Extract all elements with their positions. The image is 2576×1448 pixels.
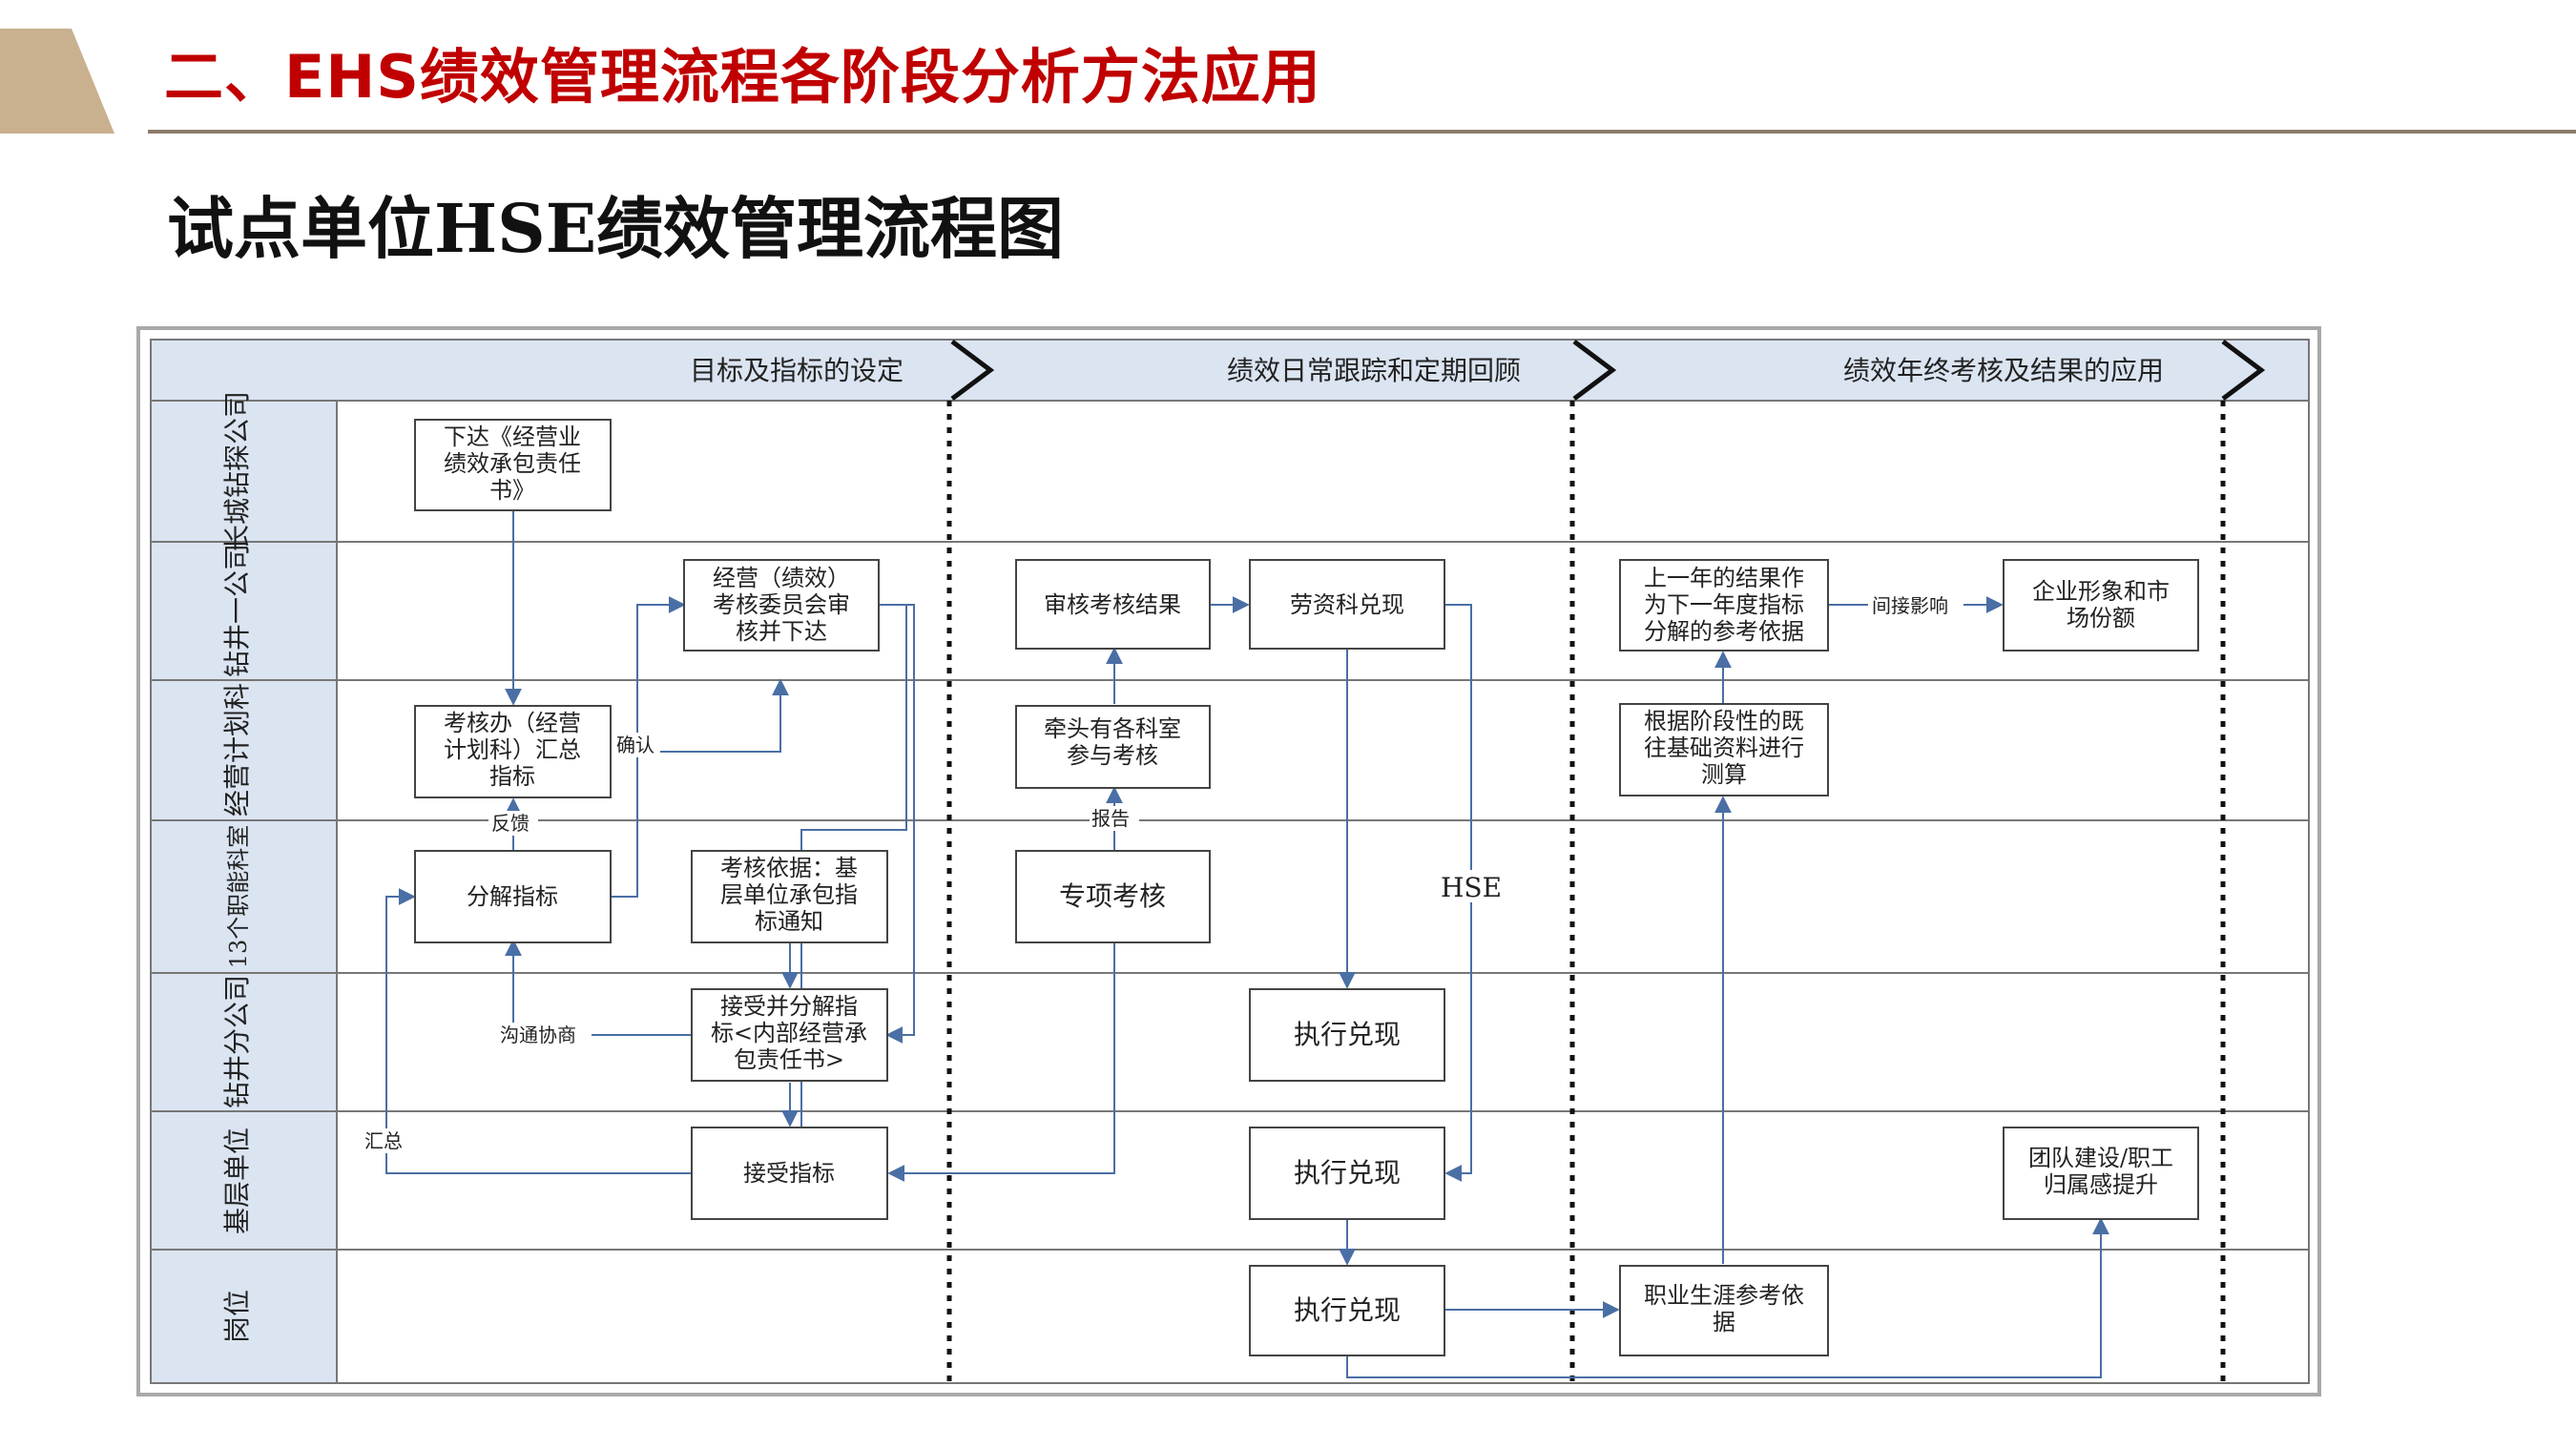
box-lead-assess-line1: 牵头有各科室	[1044, 715, 1181, 742]
box-prev-year	[1619, 559, 1829, 652]
box-accept-decompose-line2: 标<内部经营承	[711, 1020, 867, 1046]
box-prev-year-line3: 分解的参考依据	[1644, 618, 1804, 645]
box-career	[1619, 1265, 1829, 1356]
box-review-results-text: 审核考核结果	[1044, 591, 1181, 618]
box-calc-line2: 往基础资料进行	[1644, 734, 1804, 761]
box-summary-line2: 计划科）汇总	[444, 736, 581, 763]
phase-label-annual: 绩效年终考核及结果的应用	[1843, 355, 2164, 386]
box-team-line1: 团队建设/职工	[2028, 1145, 2173, 1171]
phase-header-band	[150, 339, 2310, 402]
phase-chevron-1	[950, 340, 995, 401]
box-accept-decompose-line3: 包责任书>	[734, 1046, 844, 1073]
edge-label-indirect: 间接影响	[1872, 594, 1948, 617]
phase-chevron-2	[1572, 340, 1617, 401]
slide-title: 二、EHS绩效管理流程各阶段分析方法应用	[164, 42, 1321, 112]
box-issue-contract-line2: 绩效承包责任	[444, 450, 581, 477]
flow-special-to-accept	[887, 942, 1115, 1182]
phase-label-setting: 目标及指标的设定	[690, 355, 904, 386]
edge-label-summarize: 汇总	[364, 1129, 403, 1152]
box-accept-decompose-line1: 接受并分解指	[720, 993, 858, 1020]
box-decompose-text: 分解指标	[467, 883, 558, 910]
lane-label-13-depts: 13个职能科室	[225, 825, 252, 969]
phase-label-tracking: 绩效日常跟踪和定期回顾	[1227, 355, 1521, 386]
edge-label-report: 报告	[1091, 807, 1130, 830]
box-prev-year-line1: 上一年的结果作	[1644, 565, 1804, 591]
flow-unit-summarize	[385, 888, 692, 1174]
box-special-assess	[1015, 850, 1211, 943]
diagram-heading: 试点单位HSE绩效管理流程图	[167, 189, 1065, 268]
edge-label-feedback: 反馈	[491, 812, 530, 835]
lane-label-post: 岗位	[221, 1290, 253, 1343]
lane-label-drilling-1: 钻井一公司	[221, 544, 253, 677]
box-labor-redeem	[1249, 559, 1445, 650]
box-decompose	[414, 850, 612, 943]
box-basis-line3: 标通知	[755, 908, 823, 935]
flow-basis-to-accept	[879, 604, 915, 1044]
box-committee-review	[683, 559, 880, 652]
edge-label-negotiate: 沟通协商	[500, 1024, 576, 1046]
box-execute-unit-text: 执行兑现	[1294, 1157, 1401, 1189]
box-team	[2003, 1127, 2199, 1220]
box-basis-line1: 考核依据：基	[720, 855, 858, 881]
box-calc	[1619, 703, 1829, 796]
lane-label-branch: 钻井分公司	[221, 975, 253, 1108]
box-lead-assess	[1015, 705, 1211, 789]
box-committee-line2: 考核委员会审	[713, 591, 850, 618]
corner-decoration	[0, 29, 114, 134]
box-prev-year-line2: 为下一年度指标	[1644, 591, 1804, 618]
box-basis	[691, 850, 888, 943]
box-basis-line2: 层单位承包指	[720, 881, 858, 908]
box-summary-line1: 考核办（经营	[444, 710, 581, 736]
box-issue-contract	[414, 419, 612, 511]
box-execute-branch	[1249, 988, 1445, 1082]
box-summary-line3: 指标	[489, 763, 535, 790]
phase-chevron-3	[2221, 340, 2266, 401]
box-execute-post-text: 执行兑现	[1294, 1294, 1401, 1326]
flow-post-to-team	[1346, 1217, 2109, 1378]
box-team-line2: 归属感提升	[2044, 1171, 2158, 1198]
title-divider	[148, 130, 2576, 134]
box-corp-image	[2003, 559, 2199, 652]
box-accept-indicators	[691, 1127, 888, 1220]
box-review-results	[1015, 559, 1211, 650]
edge-label-hse: HSE	[1441, 872, 1502, 903]
box-accept-decompose	[691, 988, 888, 1082]
lane-label-unit: 基层单位	[221, 1127, 253, 1234]
lane-label-column	[150, 400, 338, 1384]
box-summary	[414, 705, 612, 798]
box-accept-indicators-text: 接受指标	[743, 1160, 835, 1187]
box-issue-contract-line1: 下达《经营业	[444, 424, 581, 450]
box-calc-line3: 测算	[1701, 761, 1747, 788]
flow-summary-to-committee	[611, 678, 789, 753]
box-special-assess-text: 专项考核	[1059, 880, 1166, 912]
box-execute-unit	[1249, 1127, 1445, 1220]
box-lead-assess-line2: 参与考核	[1067, 742, 1158, 769]
box-career-line1: 职业生涯参考依	[1644, 1282, 1804, 1309]
box-corp-image-line2: 场份额	[2067, 605, 2135, 631]
box-calc-line1: 根据阶段性的既	[1644, 708, 1804, 734]
box-career-line2: 据	[1713, 1309, 1735, 1335]
box-execute-post	[1249, 1265, 1445, 1356]
lane-label-planning: 经营计划科	[221, 683, 253, 817]
lane-label-great-wall: 长城钻探公司	[221, 391, 253, 551]
box-corp-image-line1: 企业形象和市	[2032, 578, 2170, 605]
box-execute-branch-text: 执行兑现	[1294, 1019, 1401, 1050]
edge-label-confirm: 确认	[616, 734, 654, 756]
box-issue-contract-line3: 书》	[489, 477, 535, 504]
box-committee-line1: 经营（绩效）	[713, 565, 850, 591]
box-labor-redeem-text: 劳资科兑现	[1290, 591, 1404, 618]
box-committee-line3: 核并下达	[736, 618, 827, 645]
flowchart: 目标及指标的设定 绩效日常跟踪和定期回顾 绩效年终考核及结果的应用 长城钻探公司…	[136, 326, 2321, 1396]
